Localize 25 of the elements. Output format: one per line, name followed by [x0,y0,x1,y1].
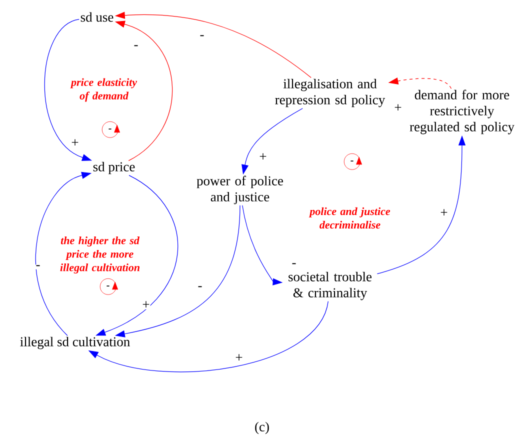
polarity-sign: + [142,300,150,310]
loop-sign: - [102,121,120,138]
polarity-sign: + [258,152,268,162]
variable-label: societal trouble & criminality [288,272,372,300]
polarity-sign: - [197,286,203,290]
polarity-sign: + [234,354,244,362]
variable-label: demand for more restrictively regulated sd policy [410,90,514,134]
variable-label: sd price [93,162,135,174]
polarity-sign: - [133,44,139,50]
polarity-sign: - [199,34,205,40]
loop-label: police and justice decriminalise [308,207,390,229]
loop-sign: - [344,153,362,170]
polarity-sign: + [440,208,448,218]
polarity-sign: - [35,264,41,270]
variable-label: power of police and justice [196,176,283,204]
variable-label: sd use [80,12,114,22]
polarity-sign: + [394,104,402,112]
loop-label: the higher the sd price the more illegal cultivation [60,236,140,274]
loop-label: price elasticity of demand [70,78,138,102]
loop-sign: - [100,278,118,295]
variable-label: illegal sd cultivation [20,336,130,350]
caption: (c) [255,422,269,434]
polarity-sign: - [291,262,297,268]
variable-label: illegalisation and repression sd policy [275,78,386,108]
polarity-sign: + [70,138,80,148]
